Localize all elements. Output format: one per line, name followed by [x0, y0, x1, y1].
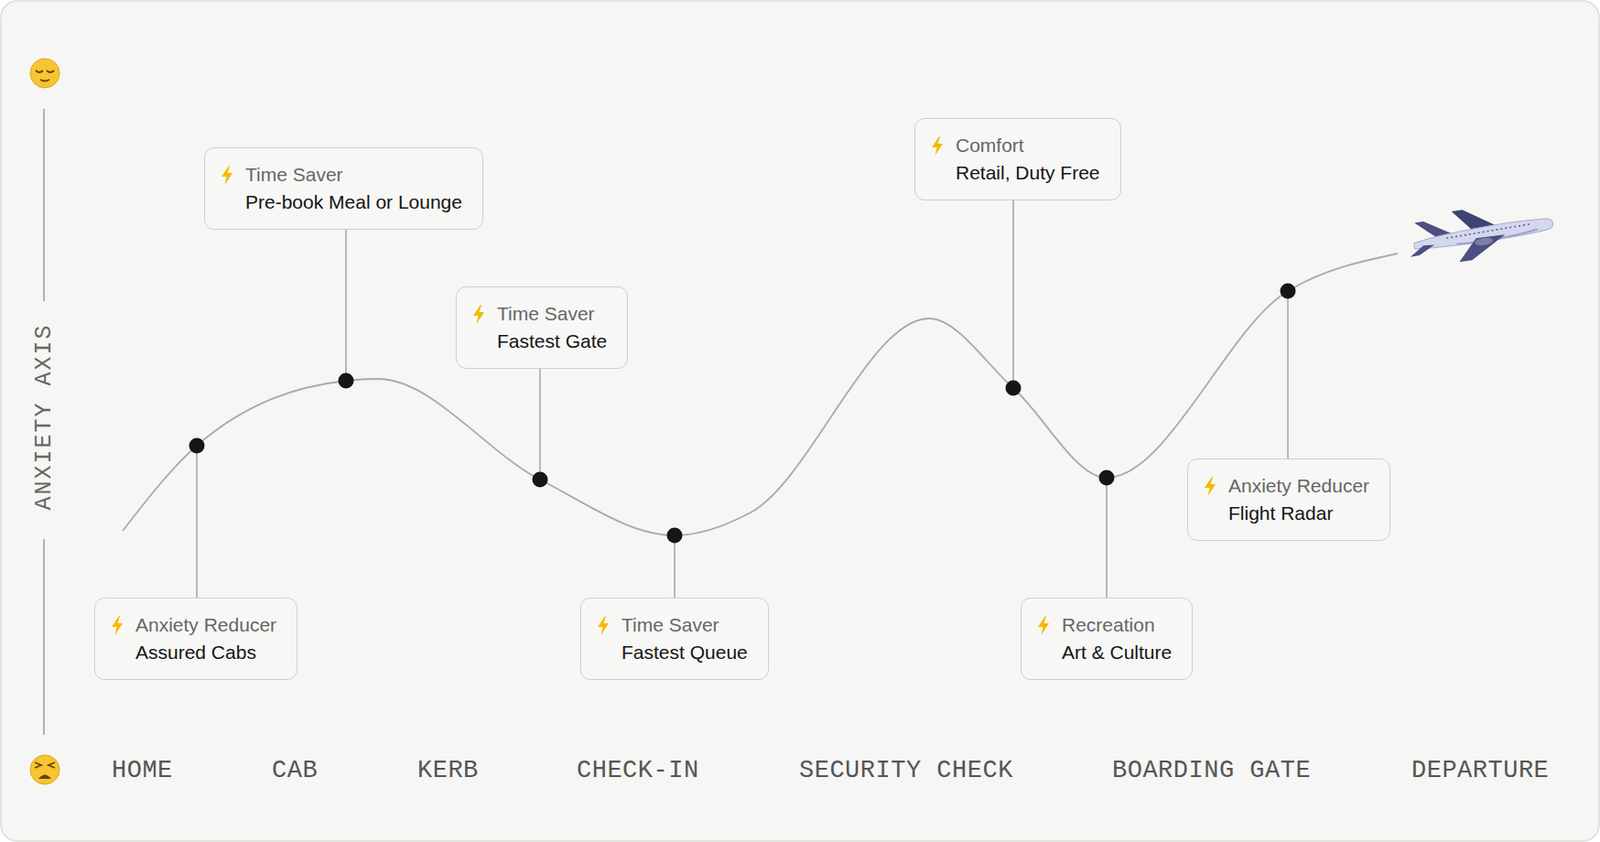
callout-box: Anxiety ReducerFlight Radar	[1187, 458, 1391, 541]
feature-label: Pre-book Meal or Lounge	[245, 188, 463, 217]
journey-dot	[1099, 470, 1115, 487]
leader-line	[673, 535, 676, 598]
stage-label: CAB	[271, 756, 318, 785]
callout-box: Time SaverFastest Queue	[580, 597, 769, 681]
journey-dot	[532, 472, 549, 488]
feature-label: Fastest Queue	[621, 638, 748, 667]
bolt-icon	[221, 165, 234, 185]
feature-label: Retail, Duty Free	[955, 159, 1101, 187]
feature-label: Fastest Gate	[497, 327, 607, 356]
category-label: Time Saver	[497, 300, 607, 328]
stage-label: DEPARTURE	[1411, 756, 1549, 785]
feature-label: Art & Culture	[1061, 638, 1172, 667]
leader-line	[195, 445, 198, 598]
bolt-icon	[597, 616, 610, 636]
leader-line	[1286, 291, 1289, 459]
journey-dot	[1280, 283, 1297, 300]
category-label: Recreation	[1061, 611, 1172, 639]
category-label: Anxiety Reducer	[1228, 472, 1370, 500]
category-label: Anxiety Reducer	[135, 611, 277, 639]
bolt-icon	[1204, 476, 1217, 497]
stage-label: KERB	[417, 756, 479, 785]
category-label: Time Saver	[621, 611, 748, 639]
journey-dot	[667, 528, 683, 544]
relieved-face	[30, 58, 60, 88]
callout-box: Time SaverPre-book Meal or Lounge	[204, 147, 484, 230]
bolt-icon	[931, 136, 944, 156]
bolt-icon	[473, 304, 486, 325]
leader-line	[539, 368, 541, 480]
stage-label: BOARDING GATE	[1112, 756, 1311, 785]
callout-box: Time SaverFastest Gate	[455, 286, 628, 369]
category-label: Time Saver	[245, 161, 463, 189]
callout-box: Anxiety ReducerAssured Cabs	[94, 597, 298, 681]
bolt-icon	[1037, 616, 1050, 636]
stage-label: CHECK-IN	[576, 756, 700, 785]
journey-dot	[1005, 380, 1022, 397]
leader-line	[1105, 477, 1108, 598]
category-label: Comfort	[955, 131, 1101, 160]
axis-line	[43, 539, 45, 736]
callout-box: ComfortRetail, Duty Free	[914, 118, 1122, 201]
journey-dot	[338, 373, 355, 390]
leader-line	[345, 229, 347, 381]
journey-dot	[189, 438, 206, 455]
bolt-icon	[111, 616, 124, 636]
leader-line	[1012, 200, 1015, 389]
feature-label: Assured Cabs	[135, 638, 277, 667]
callout-box: RecreationArt & Culture	[1020, 597, 1193, 681]
axis-label: ANXIETY AXIS	[31, 323, 58, 510]
stage-label: SECURITY CHECK	[799, 756, 1014, 785]
axis-line	[43, 108, 45, 302]
airplane	[1404, 195, 1557, 270]
weary-face	[30, 755, 60, 785]
feature-label: Flight Radar	[1228, 499, 1370, 528]
stage-label: HOME	[111, 756, 173, 785]
